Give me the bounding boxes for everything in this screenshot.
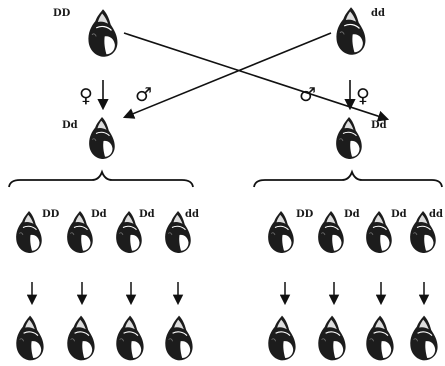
f3-right-snail-3 xyxy=(366,316,393,361)
f2-right-genotype-4: dd xyxy=(429,209,443,220)
genotype-label-parent-right: dd xyxy=(371,8,385,19)
f1-snail-right xyxy=(336,117,362,159)
f2-left-genotype-3: Dd xyxy=(139,209,155,220)
f3-left-snail-3 xyxy=(116,316,143,361)
f2-right-group: DD Dd Dd dd xyxy=(268,209,443,360)
male-symbol-right: ♂ xyxy=(299,84,316,106)
f3-right-snail-4 xyxy=(410,316,437,361)
parent-snail-left xyxy=(88,9,117,57)
f3-left-snail-4 xyxy=(165,316,192,361)
f2-right-snail-3 xyxy=(366,211,392,253)
f2-right-genotype-1: DD xyxy=(296,209,314,220)
brace-left xyxy=(9,172,193,187)
parent-snail-right xyxy=(336,7,365,55)
male-symbol-left: ♂ xyxy=(135,84,152,106)
f2-left-genotype-1: DD xyxy=(42,209,60,220)
f3-right-snail-2 xyxy=(318,316,345,361)
female-symbol-left: ♀ xyxy=(79,85,93,107)
f2-left-genotype-4: dd xyxy=(185,209,199,220)
f2-left-group: DD Dd Dd dd xyxy=(16,209,199,360)
f2-right-genotype-3: Dd xyxy=(391,209,407,220)
genotype-label-f1-right: Dd xyxy=(371,120,387,131)
f2-left-snail-3 xyxy=(116,211,142,253)
genotype-label-f1-left: Dd xyxy=(62,120,78,131)
f2-right-snail-1 xyxy=(268,211,294,253)
brace-right xyxy=(254,172,442,187)
f3-right-snail-1 xyxy=(268,316,295,361)
f2-left-genotype-2: Dd xyxy=(91,209,107,220)
f1-snail-left xyxy=(89,117,115,159)
f2-right-snail-2 xyxy=(318,211,344,253)
f3-left-snail-1 xyxy=(16,316,43,361)
f2-left-snail-1 xyxy=(16,211,42,253)
female-symbol-right: ♀ xyxy=(356,85,370,107)
genotype-label-parent-left: DD xyxy=(53,8,71,19)
f3-left-snail-2 xyxy=(67,316,94,361)
f2-left-snail-2 xyxy=(67,211,93,253)
f2-right-genotype-2: Dd xyxy=(344,209,360,220)
